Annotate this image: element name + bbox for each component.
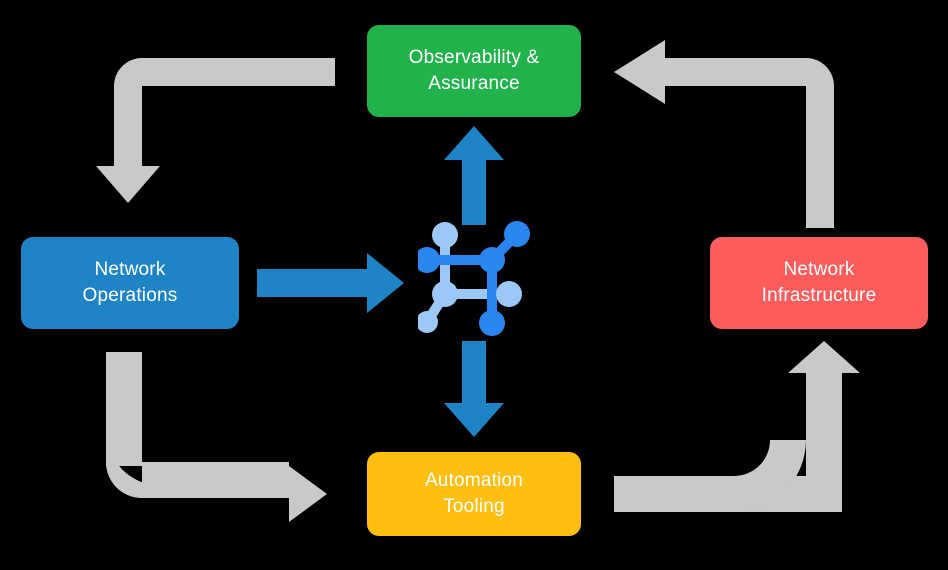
node-observability-assurance[interactable]: Observability & Assurance [367, 25, 581, 117]
node-automation-tooling[interactable]: Automation Tooling [367, 452, 581, 536]
connector-infrastructure-to-observability [614, 40, 834, 228]
connector-automation-to-infrastructure [614, 341, 860, 512]
connector-center-to-automation [444, 341, 504, 437]
connector-ops-to-center [257, 253, 404, 313]
network-nodes-primary [414, 221, 530, 336]
network-topology-icon [414, 218, 536, 336]
node-network-infrastructure[interactable]: Network Infrastructure [710, 237, 928, 329]
connector-center-to-observability [444, 126, 504, 225]
connector-observability-to-ops [96, 58, 335, 203]
connector-ops-to-automation [106, 352, 327, 522]
network-topology-icon-svg [414, 221, 530, 336]
network-nodes-secondary [416, 222, 522, 333]
node-network-operations[interactable]: Network Operations [21, 237, 239, 329]
